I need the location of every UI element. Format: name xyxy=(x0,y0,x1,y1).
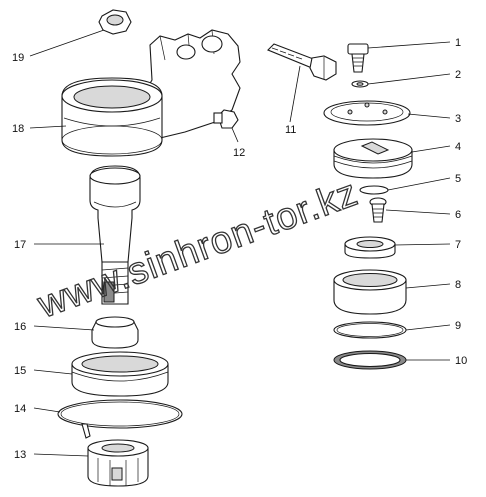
callout-14: 14 xyxy=(14,403,26,415)
part-1-screw xyxy=(347,43,369,73)
part-4-plug xyxy=(333,138,413,179)
part-3-cover xyxy=(323,100,411,126)
part-7-insert xyxy=(344,236,396,259)
part-8-ring xyxy=(333,269,407,315)
callout-10: 10 xyxy=(455,355,467,367)
callout-19: 19 xyxy=(12,52,24,64)
part-15-boot xyxy=(71,351,169,397)
callout-7: 7 xyxy=(455,239,461,251)
part-18-housing xyxy=(61,29,241,157)
watermark-text: www.sinhron-tor.kz xyxy=(32,172,364,327)
part-10-seal xyxy=(333,350,407,370)
callout-labels: 19 18 12 11 1 2 3 4 5 6 7 8 9 10 17 16 1… xyxy=(12,37,467,461)
part-11-bolt xyxy=(267,43,337,81)
callout-13: 13 xyxy=(14,449,26,461)
callout-12: 12 xyxy=(233,147,245,159)
callout-15: 15 xyxy=(14,365,26,377)
leader-lines xyxy=(29,29,451,457)
callout-17: 17 xyxy=(14,239,26,251)
part-17-ball-pin xyxy=(89,165,141,305)
callout-11: 11 xyxy=(285,124,296,136)
part-14-retaining-ring xyxy=(57,399,183,439)
callout-3: 3 xyxy=(455,113,461,125)
callout-2: 2 xyxy=(455,69,461,81)
part-13-castle-nut xyxy=(87,439,149,487)
part-16-dust-cap xyxy=(91,316,139,349)
callout-9: 9 xyxy=(455,320,461,332)
part-12-grease-fitting xyxy=(213,109,239,129)
callout-16: 16 xyxy=(14,321,26,333)
part-5-lock-washer xyxy=(359,185,389,195)
part-6-stud xyxy=(369,197,387,223)
callout-18: 18 xyxy=(12,123,24,135)
part-2-washer xyxy=(351,80,369,88)
part-9-o-ring xyxy=(333,321,407,339)
callout-6: 6 xyxy=(455,209,461,221)
callout-8: 8 xyxy=(455,279,461,291)
callout-5: 5 xyxy=(455,173,461,185)
callout-1: 1 xyxy=(455,37,461,49)
callout-4: 4 xyxy=(455,141,461,153)
part-19-nut xyxy=(98,9,132,35)
